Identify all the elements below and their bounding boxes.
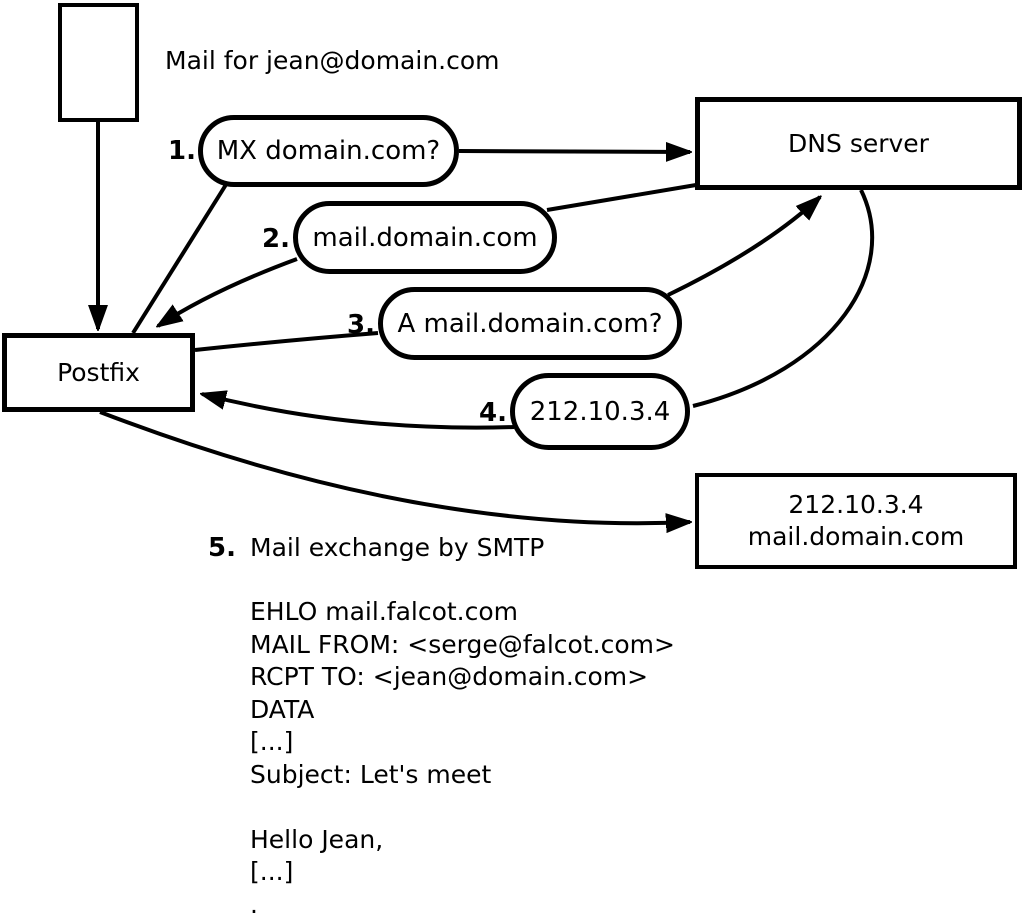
answer-a-pill: 212.10.3.4 <box>510 373 690 450</box>
arrow-mx-answer-to-postfix-icon <box>158 257 298 326</box>
step-4-number: 4. <box>479 398 507 428</box>
step-1-number: 1. <box>168 136 196 166</box>
step-3-number: 3. <box>347 310 375 340</box>
smtp-line: MAIL FROM: <serge@falcot.com> <box>250 629 675 659</box>
smtp-line: Hello Jean, <box>250 824 384 854</box>
step-5-label: Mail exchange by SMTP <box>250 533 545 562</box>
dns-server-box: DNS server <box>695 97 1022 190</box>
line-dns-to-a-answer-icon <box>692 189 875 408</box>
smtp-transcript: EHLO mail.falcot.com MAIL FROM: <serge@f… <box>250 596 675 919</box>
answer-mx-pill: mail.domain.com <box>293 201 557 274</box>
query-mx-pill: MX domain.com? <box>198 115 459 187</box>
line-dns-to-mx-answer-icon <box>546 183 697 212</box>
dns-server-label: DNS server <box>788 129 929 158</box>
arrow-a-query-to-dns-icon <box>667 197 820 297</box>
smtp-line: [...] <box>250 727 294 756</box>
mail-server-box: 212.10.3.4 mail.domain.com <box>695 473 1017 569</box>
mail-server-hostname: mail.domain.com <box>747 522 965 551</box>
arrow-mx-query-to-dns-icon <box>458 151 690 152</box>
mail-message-shape <box>58 3 139 122</box>
smtp-line: . <box>250 889 258 919</box>
smtp-line: [...] <box>250 857 294 886</box>
postfix-box: Postfix <box>2 333 195 412</box>
smtp-line <box>250 791 675 824</box>
mail-server-ip: 212.10.3.4 <box>788 490 924 519</box>
smtp-line: DATA <box>250 694 315 724</box>
step-2-number: 2. <box>262 224 290 254</box>
answer-a-label: 212.10.3.4 <box>529 396 671 427</box>
query-mx-label: MX domain.com? <box>216 136 441 166</box>
query-a-pill: A mail.domain.com? <box>378 287 682 360</box>
smtp-line: EHLO mail.falcot.com <box>250 597 519 626</box>
answer-mx-label: mail.domain.com <box>312 222 538 253</box>
query-a-label: A mail.domain.com? <box>397 308 663 339</box>
step-5-number: 5. <box>208 533 236 563</box>
smtp-line: RCPT TO: <jean@domain.com> <box>250 662 649 691</box>
postfix-label: Postfix <box>57 358 140 387</box>
line-postfix-to-mx-query-icon <box>131 181 229 335</box>
smtp-line: Subject: Let's meet <box>250 759 492 789</box>
mail-note-label: Mail for jean@domain.com <box>165 46 500 75</box>
